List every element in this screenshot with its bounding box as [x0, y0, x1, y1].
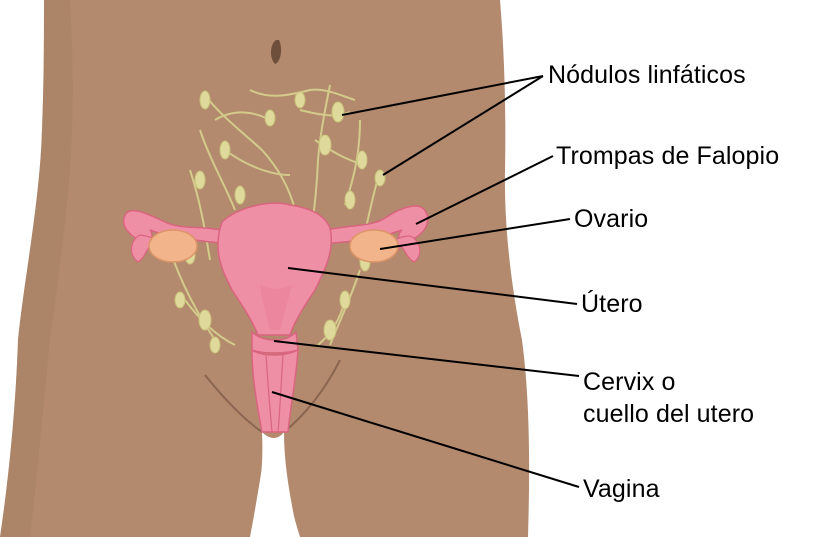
ovary-right	[350, 230, 398, 262]
lymph-node	[324, 320, 336, 340]
lymph-node	[195, 171, 205, 189]
lymph-node	[319, 135, 331, 155]
label-cervix-line2: cuello del utero	[583, 399, 754, 429]
ovary-left	[149, 230, 197, 262]
label-ovary: Ovario	[574, 204, 648, 234]
lymph-node	[345, 191, 355, 209]
label-vagina: Vagina	[583, 474, 660, 504]
lymph-node	[220, 141, 230, 159]
lymph-node	[199, 310, 211, 330]
lymph-node	[375, 170, 385, 186]
label-uterus: Útero	[581, 289, 643, 319]
lymph-node	[175, 292, 185, 308]
lymph-node	[200, 91, 210, 109]
lymph-node	[357, 151, 367, 169]
lymph-node	[235, 186, 245, 204]
lymph-node	[210, 337, 220, 353]
label-cervix-line1: Cervix o	[583, 367, 676, 397]
label-lymph-nodes: Nódulos linfáticos	[548, 60, 746, 90]
lymph-node	[332, 102, 344, 122]
lymph-node	[295, 92, 305, 108]
lymph-node	[265, 110, 275, 126]
label-fallopian-tubes: Trompas de Falopio	[556, 141, 779, 171]
lymph-node	[340, 291, 350, 309]
